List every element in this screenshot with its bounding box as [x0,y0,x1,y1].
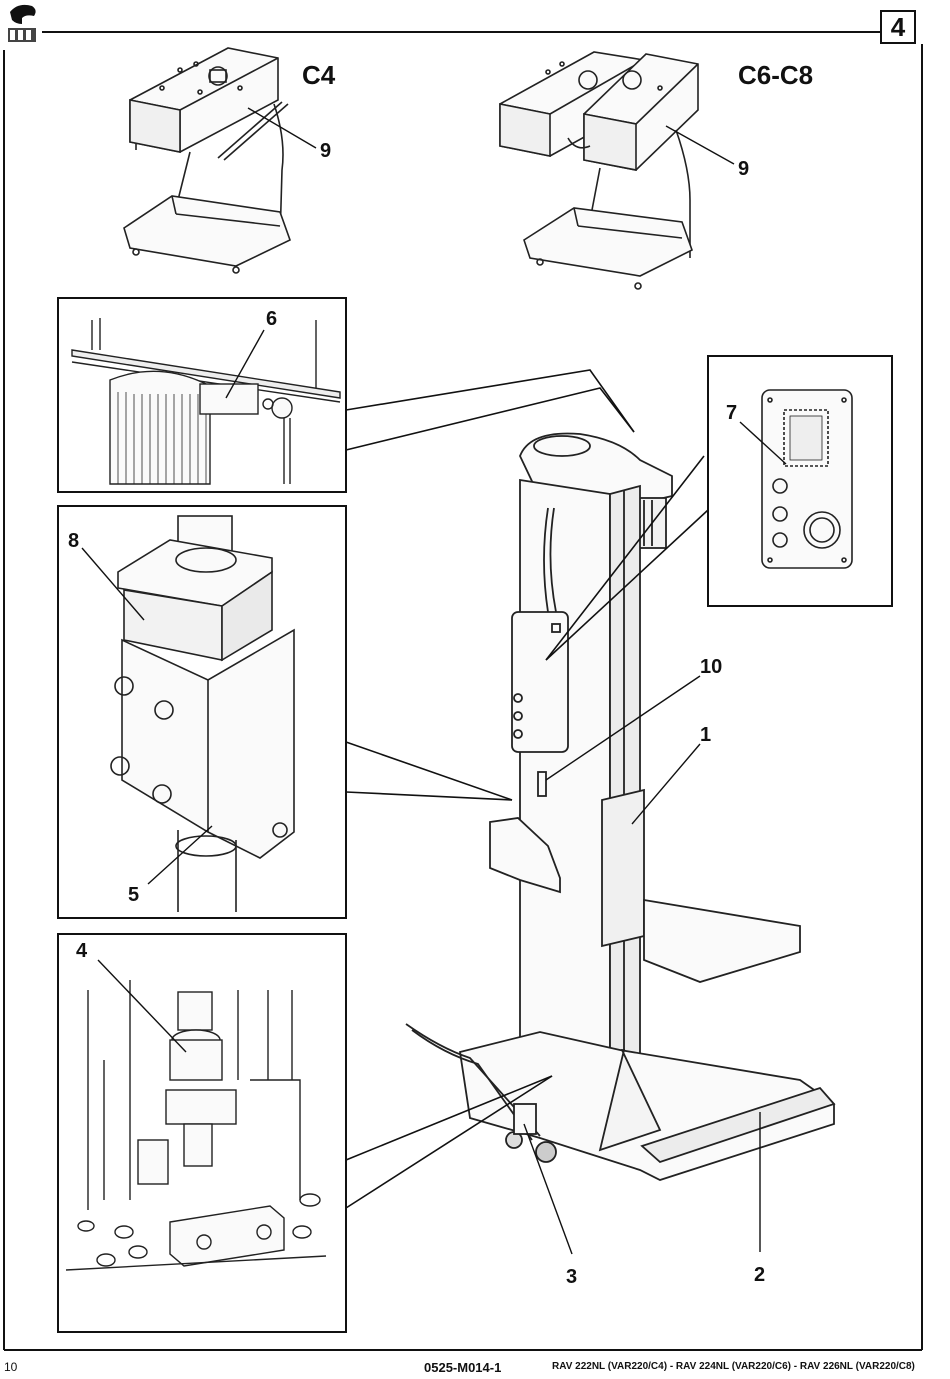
control-unit-c4 [124,48,290,273]
callout-1: 1 [700,724,711,747]
callout-3: 3 [566,1266,577,1289]
detail-8-drawing [111,516,294,912]
page-number: 10 [4,1360,17,1374]
callout-2: 2 [754,1264,765,1287]
callout-7: 7 [726,402,737,425]
control-unit-c6-c8 [500,52,698,289]
callout-6: 6 [266,308,277,331]
detail-4-drawing [66,980,326,1270]
detail-7-drawing [762,390,852,568]
callout-9-c6-c8: 9 [738,158,749,181]
detail-6-drawing [72,318,340,484]
callout-4: 4 [76,940,87,963]
callout-8: 8 [68,530,79,553]
callout-5: 5 [128,884,139,907]
variant-label-c6-c8: C6-C8 [738,60,813,91]
doc-code: 0525-M014-1 [424,1360,501,1375]
callout-10: 10 [700,656,722,679]
callout-9-c4: 9 [320,140,331,163]
variant-label-c4: C4 [302,60,335,91]
model-list: RAV 222NL (VAR220/C4) - RAV 224NL (VAR22… [552,1361,915,1372]
